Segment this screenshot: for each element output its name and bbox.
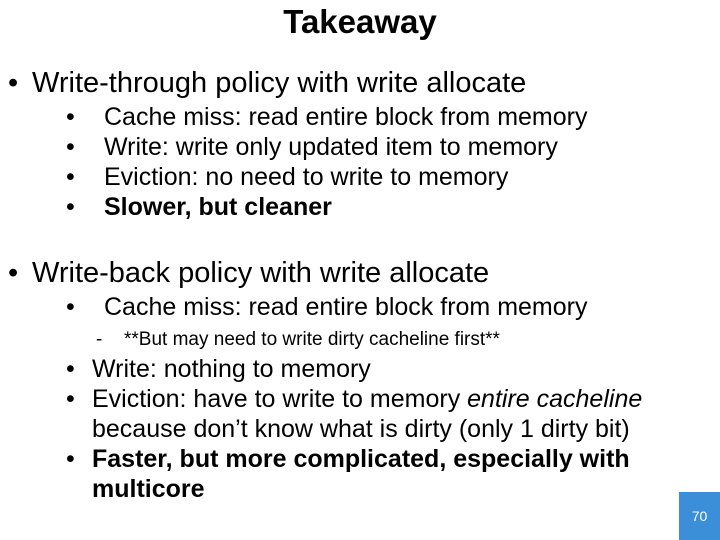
bullet-icon: • xyxy=(66,193,75,221)
write-through-item-text: Cache miss: read entire block from memor… xyxy=(104,103,588,131)
write-through-item-text: Write: write only updated item to memory xyxy=(104,133,558,161)
bullet-icon: • xyxy=(8,257,19,289)
bullet-icon: • xyxy=(66,293,75,321)
write-back-sub-note-text: **But may need to write dirty cacheline … xyxy=(124,329,500,350)
bullet-icon: • xyxy=(66,445,75,473)
write-back-item-text: Write: nothing to memory xyxy=(92,355,371,383)
bullet-icon: • xyxy=(66,133,75,161)
bullet-icon: • xyxy=(8,67,19,99)
page-number-badge: 70 xyxy=(679,492,720,540)
write-back-eviction-continuation: because don’t know what is dirty (only 1… xyxy=(92,415,630,443)
write-through-item-text: Slower, but cleaner xyxy=(104,193,332,221)
bullet-icon: • xyxy=(66,355,75,383)
eviction-prefix: Eviction: have to write to memory xyxy=(92,385,468,413)
slide-title: Takeaway xyxy=(283,3,437,40)
write-back-item-text: Cache miss: read entire block from memor… xyxy=(104,293,588,321)
dash-icon: - xyxy=(96,329,103,350)
write-through-heading-text: Write-through policy with write allocate xyxy=(32,67,527,99)
bullet-icon: • xyxy=(66,163,75,191)
write-back-heading-text: Write-back policy with write allocate xyxy=(32,257,490,289)
bullet-icon: • xyxy=(66,385,75,413)
write-back-item-continuation: multicore xyxy=(92,475,205,503)
eviction-emphasis: entire cacheline xyxy=(467,385,643,413)
write-back-item-text: Faster, but more complicated, especially… xyxy=(92,445,630,473)
bullet-icon: • xyxy=(66,103,75,131)
write-back-eviction-text: Eviction: have to write to memory entire… xyxy=(92,387,642,412)
page-number: 70 xyxy=(691,508,708,524)
write-through-item-text: Eviction: no need to write to memory xyxy=(104,163,509,191)
